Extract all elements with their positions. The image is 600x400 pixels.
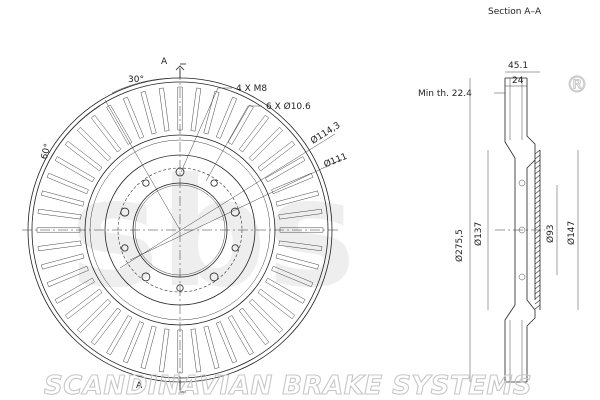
vent-slots xyxy=(36,86,324,374)
angle-30-label: 30° xyxy=(128,75,144,85)
min-thickness-label: Min th. 22.4 xyxy=(418,89,472,99)
sbs-logo-watermark: sbs xyxy=(70,147,356,321)
thickness-label: 45.1 xyxy=(508,61,528,71)
disc-thickness-label: 24 xyxy=(512,76,524,86)
pcd-large-label: Ø114,3 xyxy=(309,120,343,147)
inner-137-label: Ø137 xyxy=(473,222,484,246)
angle-60-label: 60° xyxy=(40,143,54,161)
disc-front-view xyxy=(22,63,340,393)
section-title: Section A–A xyxy=(488,7,542,17)
bore-93-label: Ø93 xyxy=(545,224,556,243)
thread-holes-label: 4 X M8 xyxy=(236,84,267,94)
section-mark-top: A xyxy=(161,57,168,67)
company-name: SCANDINAVIAN BRAKE SYSTEMS xyxy=(44,371,532,400)
holes-label: 6 X Ø10.6 xyxy=(266,101,311,112)
disc-section-view xyxy=(495,77,545,383)
hat-147-label: Ø147 xyxy=(566,221,577,245)
outer-diameter-label: Ø275,5 xyxy=(454,229,465,262)
section-mark-bottom: A xyxy=(136,381,143,391)
registered-mark-icon: ® xyxy=(566,73,588,98)
section-annotations: 45.1 24 Min th. 22.4 Ø275,5 Ø137 Ø93 Ø14… xyxy=(418,61,579,382)
